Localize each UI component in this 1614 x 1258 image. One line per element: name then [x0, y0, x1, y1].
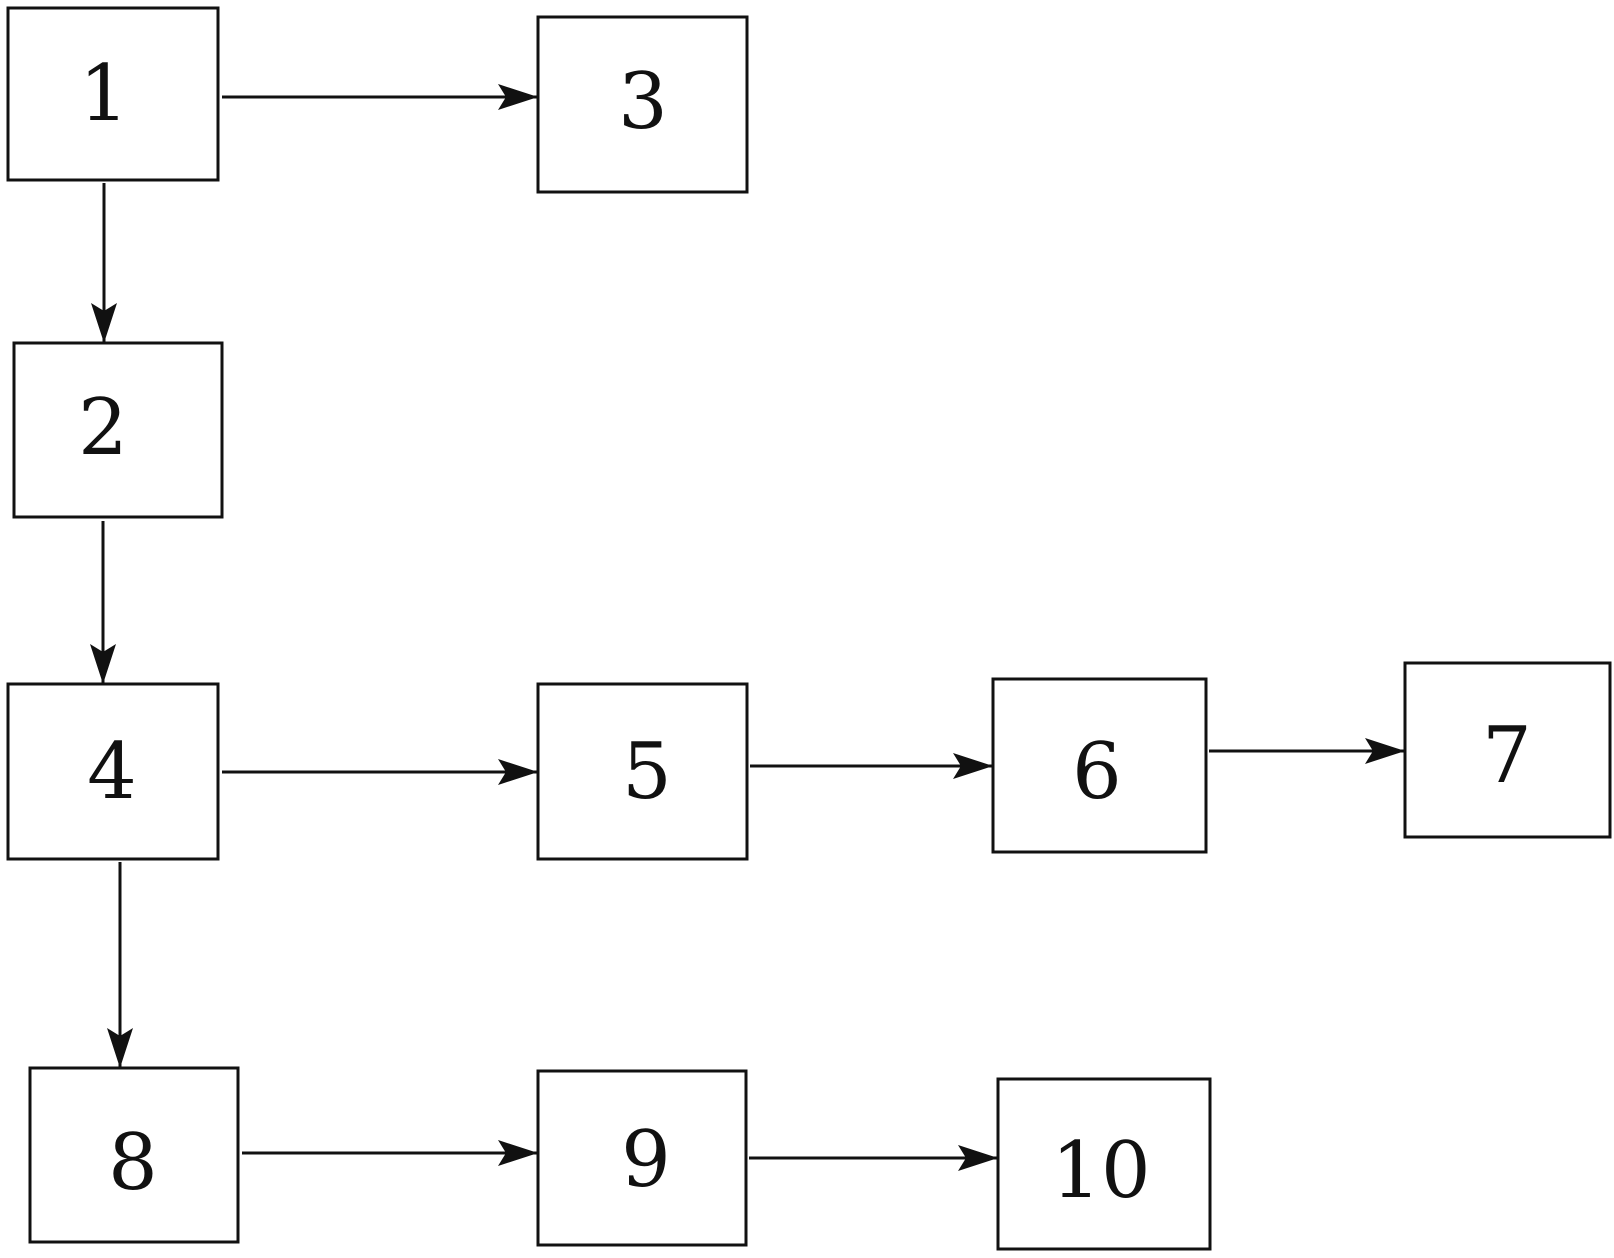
- node-1-label: 1: [79, 49, 129, 139]
- node-9-label: 9: [621, 1115, 671, 1205]
- node-3-box: [536, 15, 749, 194]
- node-8-box: [28, 1066, 240, 1244]
- node-10: 10: [996, 1077, 1212, 1251]
- node-6-box: [991, 677, 1208, 854]
- edge-1-to-3: [222, 84, 538, 110]
- node-8: 8: [28, 1066, 240, 1244]
- arrowhead-icon: [1365, 738, 1405, 764]
- node-1-box: [6, 6, 220, 182]
- node-8-label: 8: [108, 1118, 158, 1208]
- node-6-label: 6: [1072, 727, 1122, 817]
- arrowhead-icon: [107, 1028, 133, 1068]
- node-4-box: [6, 682, 220, 861]
- node-10-box: [996, 1077, 1212, 1251]
- node-2-box: [12, 341, 224, 519]
- node-7: 7: [1403, 661, 1612, 839]
- edge-9-to-10: [749, 1145, 998, 1171]
- arrowhead-icon: [91, 303, 117, 343]
- nodes-layer: 1 2 3 4 5 6 7 8: [6, 6, 1612, 1251]
- edge-4-to-8: [107, 862, 133, 1068]
- arrowhead-icon: [498, 84, 538, 110]
- edge-6-to-7: [1209, 738, 1405, 764]
- node-6: 6: [991, 677, 1208, 854]
- node-9-box: [536, 1069, 748, 1247]
- node-5-label: 5: [622, 727, 672, 817]
- node-9: 9: [536, 1069, 748, 1247]
- arrowhead-icon: [958, 1145, 998, 1171]
- node-2: 2: [12, 341, 224, 519]
- edge-1-to-2: [91, 183, 117, 343]
- arrowhead-icon: [498, 1140, 538, 1166]
- node-5: 5: [536, 682, 749, 861]
- edge-8-to-9: [242, 1140, 538, 1166]
- edge-2-to-4: [90, 521, 116, 684]
- node-3-label: 3: [618, 57, 668, 147]
- edge-5-to-6: [750, 753, 993, 779]
- node-7-box: [1403, 661, 1612, 839]
- node-7-label: 7: [1482, 711, 1532, 801]
- arrowhead-icon: [498, 759, 538, 785]
- arrowhead-icon: [90, 644, 116, 684]
- node-3: 3: [536, 15, 749, 194]
- node-10-label: 10: [1051, 1126, 1150, 1216]
- edges-layer: [90, 84, 1405, 1171]
- node-2-label: 2: [78, 383, 128, 473]
- node-4-label: 4: [87, 727, 137, 817]
- arrowhead-icon: [953, 753, 993, 779]
- node-1: 1: [6, 6, 220, 182]
- node-5-box: [536, 682, 749, 861]
- node-4: 4: [6, 682, 220, 861]
- edge-4-to-5: [222, 759, 538, 785]
